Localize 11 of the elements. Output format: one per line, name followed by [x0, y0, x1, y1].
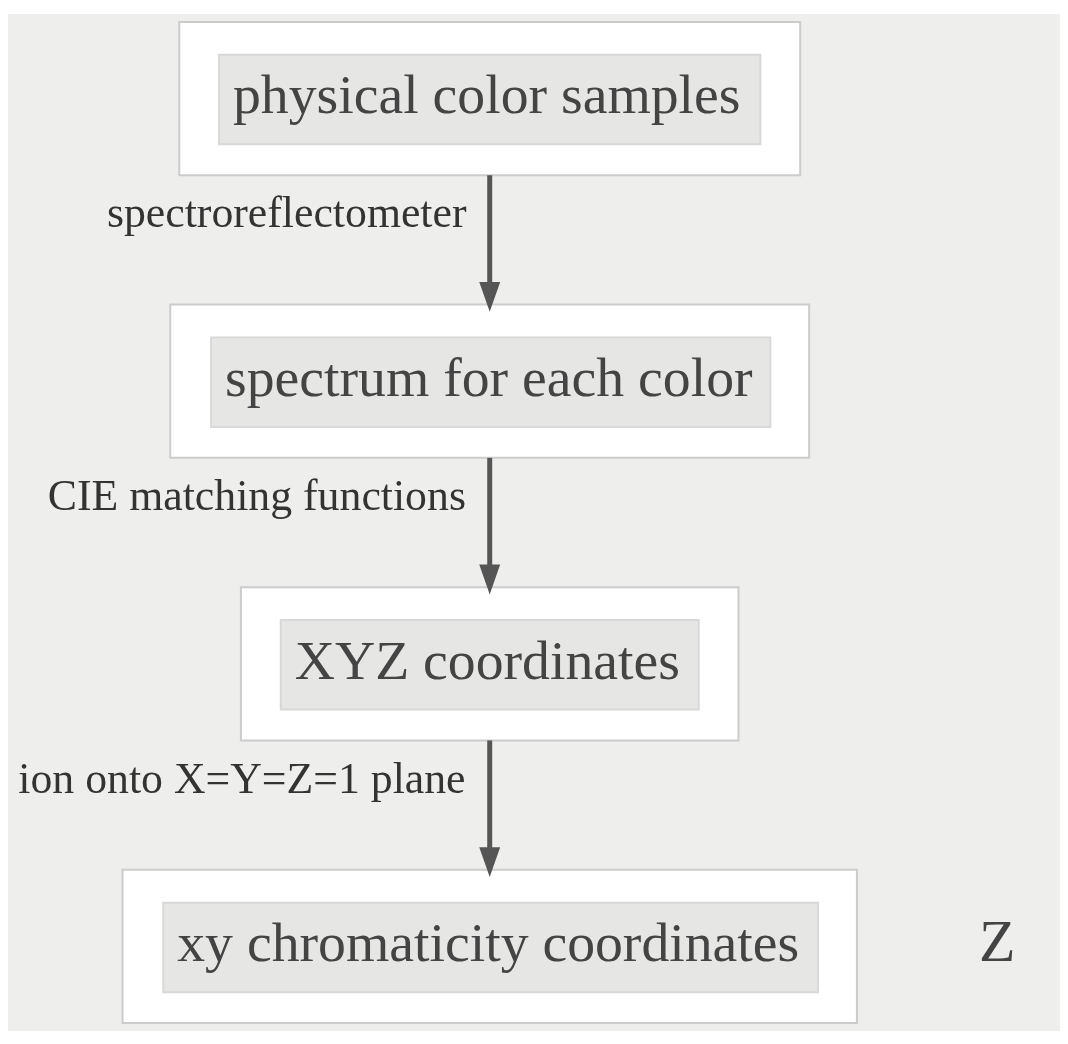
edge-label: spectroreflectometer [106, 187, 467, 236]
node-box: physical color samples [178, 20, 802, 176]
arrow [479, 457, 501, 594]
edge-label: ion onto X=Y=Z=1 plane [18, 753, 466, 802]
label: Z [978, 907, 1016, 974]
node-box: xy chromaticity coordinates [121, 868, 858, 1024]
edge-label: CIE matching functions [47, 470, 466, 519]
arrow [479, 174, 501, 312]
node-box: XYZ coordinates [239, 585, 740, 741]
arrow [479, 739, 501, 877]
node-box: spectrum for each color [169, 303, 811, 459]
